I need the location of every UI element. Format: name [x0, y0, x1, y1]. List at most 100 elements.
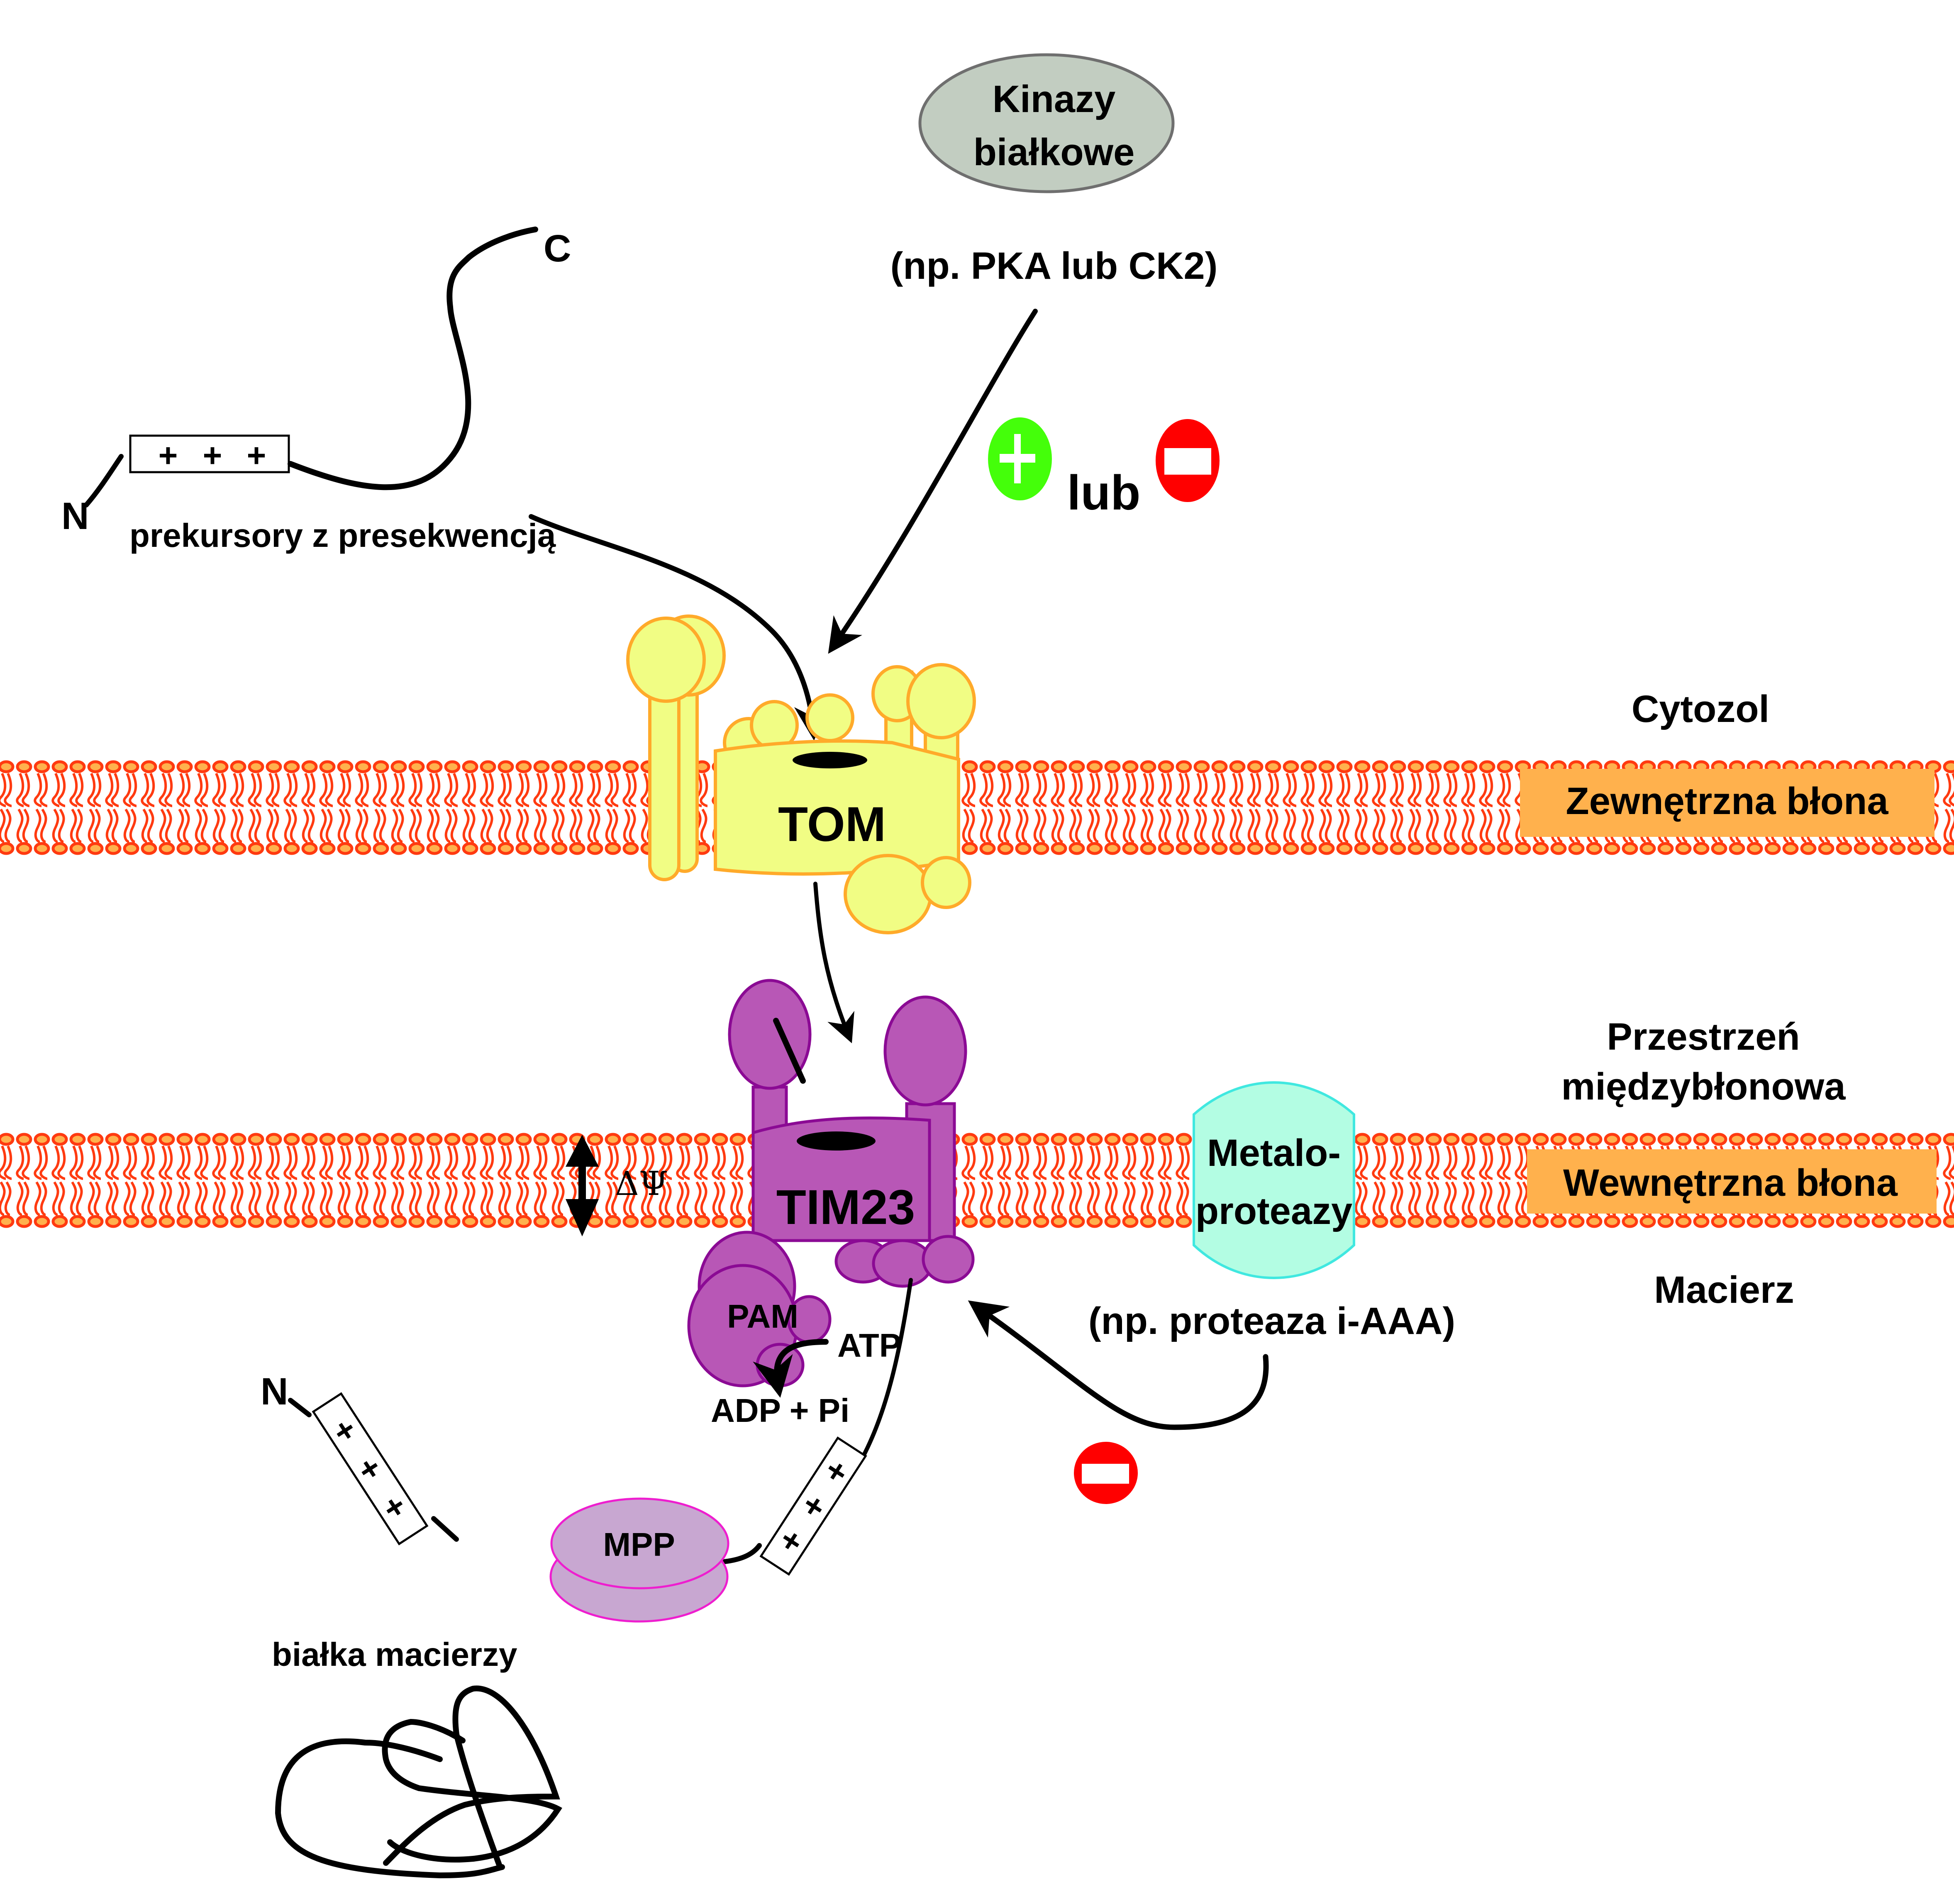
lipid-tail — [1069, 1181, 1076, 1216]
lipid-head — [1800, 1215, 1817, 1228]
lipid-tail — [1182, 808, 1189, 843]
lipid-tail — [159, 808, 166, 843]
lipid-tail — [1158, 808, 1166, 843]
lipid-head — [16, 842, 32, 855]
lipid-tail — [1092, 1145, 1101, 1180]
lipid-head — [0, 1215, 15, 1228]
lipid-tail — [408, 1145, 417, 1180]
lipid-tail — [1039, 773, 1047, 807]
lipid-tail — [337, 773, 346, 807]
precursor-to-tom-arrow — [529, 514, 829, 741]
lipid-head — [1604, 1215, 1620, 1228]
lipid-tail — [4, 773, 12, 807]
lipid-tail — [1467, 1145, 1476, 1180]
lipid-tail — [34, 808, 41, 843]
lipid-tail — [0, 808, 6, 843]
lipid-head — [551, 1215, 568, 1228]
lipid-tail — [462, 773, 471, 807]
lipid-head — [1122, 1215, 1139, 1228]
lipid-head — [676, 1215, 693, 1228]
lipid-tail — [337, 808, 345, 843]
lipid-tail — [325, 773, 334, 807]
lipid-tail — [1105, 808, 1112, 843]
lipid-head — [355, 842, 371, 855]
lipid-tail — [1229, 773, 1238, 807]
lipid-head — [373, 1215, 389, 1228]
lipid-tail — [1200, 808, 1207, 843]
lipid-head — [515, 760, 532, 773]
lipid-tail — [1110, 1181, 1118, 1216]
lipid-tail — [1021, 1145, 1029, 1180]
lipid-tail — [39, 773, 48, 807]
lipid-head — [498, 1133, 514, 1146]
lipid-tail — [515, 773, 524, 807]
lipid-head — [1622, 1215, 1638, 1228]
lipid-head — [1193, 842, 1210, 855]
lipid-head — [16, 760, 32, 773]
matrix-protein-label: białka macierzy — [272, 1636, 517, 1673]
lipid-head — [212, 760, 229, 773]
lipid-head — [16, 1215, 32, 1228]
cytosol-label: Cytozol — [1632, 688, 1769, 730]
lipid-head — [1675, 842, 1692, 855]
lipid-tail — [1949, 1181, 1954, 1216]
lipid-head — [658, 1215, 675, 1228]
lipid-tail — [319, 1145, 328, 1180]
lipid-head — [1211, 842, 1228, 855]
lipid-tail — [426, 1145, 435, 1180]
lipid-head — [587, 1215, 603, 1228]
lipid-tail — [1408, 808, 1415, 843]
lipid-head — [1515, 1133, 1531, 1146]
lipid-tail — [1140, 773, 1149, 807]
lipid-head — [1943, 1215, 1954, 1228]
lipid-head — [1497, 1133, 1513, 1146]
lipid-tail — [40, 808, 47, 843]
lipid-head — [1568, 1215, 1585, 1228]
lipid-tail — [1288, 773, 1297, 807]
lipid-tail — [183, 1181, 190, 1216]
lipid-head — [1158, 842, 1174, 855]
lipid-tail — [1432, 808, 1439, 843]
inner-membrane-label: Wewnętrzna błona — [1527, 1149, 1937, 1214]
lipid-head — [1051, 1215, 1067, 1228]
lipid-tail — [271, 1145, 280, 1180]
lipid-head — [1265, 842, 1281, 855]
lipid-tail — [1087, 808, 1094, 843]
lipid-tail — [1354, 773, 1363, 807]
lipid-head — [462, 1215, 478, 1228]
lipid-head — [1461, 1133, 1478, 1146]
lipid-head — [1408, 1215, 1424, 1228]
lipid-tail — [444, 808, 452, 843]
lipid-tail — [1390, 1145, 1398, 1180]
lipid-tail — [1051, 773, 1059, 807]
lipid-tail — [1467, 773, 1476, 807]
lipid-tail — [1408, 773, 1416, 807]
lipid-head — [212, 1215, 229, 1228]
lipid-tail — [254, 1145, 262, 1180]
lipid-tail — [409, 808, 416, 843]
lipid-tail — [1039, 1145, 1047, 1180]
lipid-tail — [1337, 808, 1344, 843]
lipid-tail — [1515, 1181, 1522, 1216]
lipid-tail — [4, 1181, 12, 1216]
lipid-tail — [319, 773, 328, 807]
lipid-tail — [373, 1145, 381, 1180]
lipid-tail — [16, 808, 24, 843]
lipid-tail — [1033, 773, 1042, 807]
lipid-tail — [641, 808, 648, 843]
lipid-head — [105, 760, 122, 773]
lipid-tail — [1479, 808, 1487, 843]
lipid-head — [426, 1133, 443, 1146]
lipid-tail — [1181, 773, 1190, 807]
lipid-head — [426, 1215, 443, 1228]
lipid-tail — [640, 773, 649, 807]
lipid-head — [301, 1133, 318, 1146]
lipid-tail — [4, 808, 12, 843]
lipid-tail — [1461, 1181, 1469, 1216]
lipid-head — [426, 760, 443, 773]
lipid-tail — [200, 1181, 208, 1216]
lipid-tail — [1342, 808, 1350, 843]
lipid-tail — [1318, 773, 1327, 807]
lipid-head — [426, 842, 443, 855]
lipid-head — [1390, 1215, 1406, 1228]
